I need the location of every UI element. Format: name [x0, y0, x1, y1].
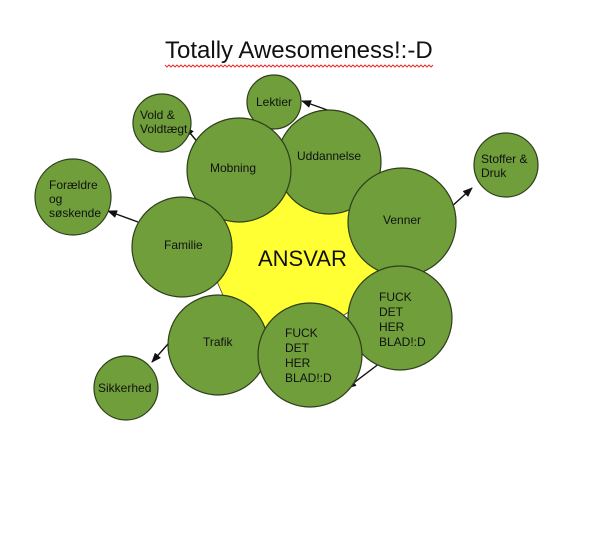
node-label-line: Mobning: [210, 161, 256, 175]
node-label-line: FUCK: [285, 326, 318, 340]
node-circle-stoffer: [473, 132, 539, 198]
node-label-line: HER: [285, 356, 311, 370]
node-label-fuck-right: FUCK DET HER BLAD!:D: [379, 290, 426, 349]
main-node-labels: Uddannelse Mobning Venner Familie Trafik…: [164, 149, 426, 385]
node-circle-lektier: [246, 74, 302, 130]
node-label-sikkerhed: Sikkerhed: [98, 381, 151, 395]
arrow-to-sikkerhed: [151, 343, 169, 363]
node-label-line: Uddannelse: [297, 149, 361, 163]
node-circle-sikkerhed: [93, 355, 159, 421]
node-label-line: Voldtægt: [140, 122, 188, 136]
node-label-line: og: [49, 192, 62, 206]
node-label-line: DET: [285, 341, 310, 355]
node-label-line: søskende: [49, 206, 101, 220]
node-circle-fuck-right: [347, 265, 453, 371]
center-label: ANSVAR: [258, 246, 347, 271]
node-label-line: Lektier: [256, 95, 292, 109]
outer-node-labels: Lektier Vold & Voldtægt Forældre og søsk…: [49, 95, 531, 395]
main-nodes: [131, 109, 457, 408]
node-label-line: BLAD!:D: [379, 335, 426, 349]
node-label-mobning: Mobning: [210, 161, 256, 175]
node-label-line: DET: [379, 305, 404, 319]
node-circle-mobning: [186, 117, 292, 223]
node-label-stoffer: Stoffer & Druk: [481, 152, 531, 180]
node-circle-familie: [131, 196, 233, 298]
diagram-title: Totally Awesomeness!:-D: [165, 37, 433, 64]
arrow-to-foraeldre: [107, 210, 139, 223]
node-label-line: FUCK: [379, 290, 412, 304]
node-label-line: Druk: [481, 166, 507, 180]
node-label-line: HER: [379, 320, 405, 334]
node-label-fuck-bottom: FUCK DET HER BLAD!:D: [285, 326, 332, 385]
node-label-line: BLAD!:D: [285, 371, 332, 385]
node-label-line: Sikkerhed: [98, 381, 151, 395]
node-label-line: Forældre: [49, 178, 98, 192]
node-label-venner: Venner: [383, 213, 421, 227]
node-circle-foraeldre: [34, 158, 112, 236]
node-label-lektier: Lektier: [256, 95, 292, 109]
node-label-line: Stoffer &: [481, 152, 527, 166]
node-circle-fuck-bottom: [257, 302, 363, 408]
node-label-line: Familie: [164, 238, 203, 252]
node-label-trafik: Trafik: [203, 335, 234, 349]
node-circle-vold: [132, 93, 192, 153]
node-label-foraeldre: Forældre og søskende: [49, 178, 101, 220]
node-label-line: Vold &: [140, 108, 175, 122]
node-label-familie: Familie: [164, 238, 203, 252]
node-label-uddannelse: Uddannelse: [297, 149, 361, 163]
spelling-underline: [164, 64, 434, 68]
outer-nodes: [34, 74, 539, 421]
node-label-line: Trafik: [203, 335, 234, 349]
node-label-line: Venner: [383, 213, 421, 227]
node-label-vold: Vold & Voldtægt: [140, 108, 188, 136]
